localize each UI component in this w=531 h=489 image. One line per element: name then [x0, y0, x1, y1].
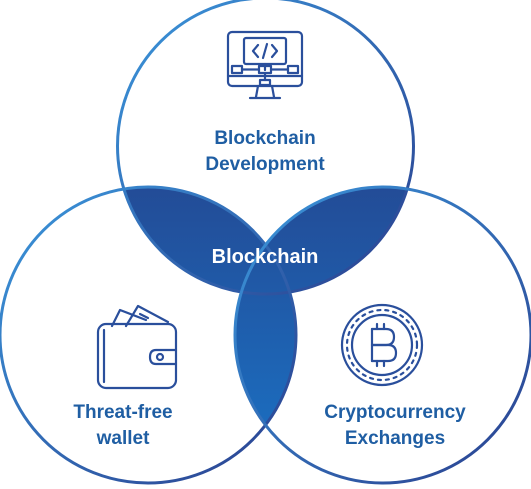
circle-left	[0, 185, 298, 485]
label-cryptocurrency-exchanges: Cryptocurrency Exchanges	[300, 400, 490, 452]
label-line: Exchanges	[344, 428, 446, 449]
wallet-icon	[96, 304, 178, 390]
label-blockchain-development: Blockchain Development	[165, 126, 365, 178]
label-line: Development	[205, 154, 325, 175]
circle-right	[233, 185, 531, 485]
center-label: Blockchain	[211, 246, 319, 268]
bitcoin-coin-icon	[340, 303, 424, 387]
label-threat-free-wallet: Threat-free wallet	[28, 400, 218, 452]
label-line: Blockchain	[214, 128, 316, 149]
overlap-top-right	[235, 187, 414, 294]
circle-top	[116, 0, 415, 296]
label-line: wallet	[96, 428, 150, 449]
overlap-top-left	[117, 187, 296, 294]
label-line: Cryptocurrency	[324, 402, 466, 423]
computer-code-icon	[226, 30, 304, 100]
label-line: Threat-free	[73, 402, 173, 423]
